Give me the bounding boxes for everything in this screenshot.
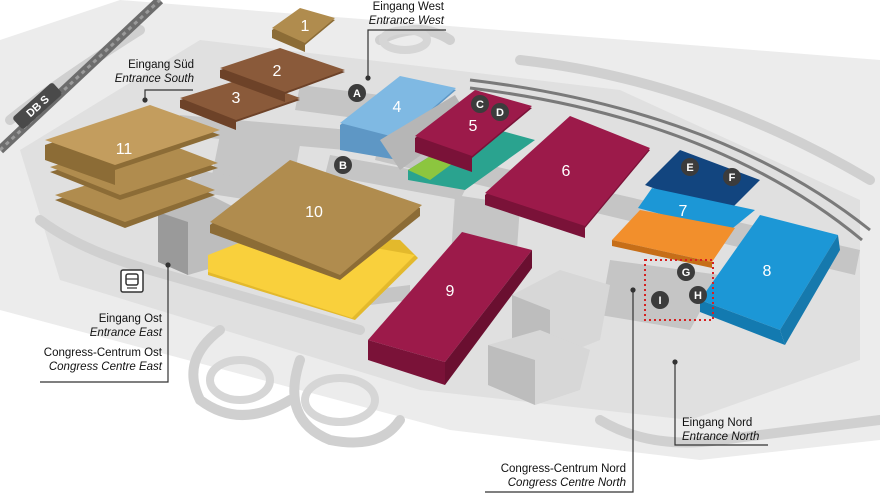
entrance-east-label: Eingang Ost Entrance East Congress-Centr… — [20, 312, 162, 374]
hall-4-label: 4 — [393, 99, 402, 116]
marker-G[interactable]: G — [677, 263, 695, 281]
congress-centre-north-de: Congress-Centrum Nord — [500, 463, 626, 475]
hall-7-label: 7 — [679, 203, 688, 220]
marker-C[interactable]: C — [471, 95, 489, 113]
hall-9-label: 9 — [446, 283, 455, 300]
hall-5-label: 5 — [469, 118, 478, 135]
entrance-west-de: Eingang West — [372, 1, 444, 13]
congress-centre-north-en: Congress Centre North — [507, 477, 626, 489]
entrance-west-label: Eingang West Entrance West — [340, 0, 444, 28]
marker-B[interactable]: B — [334, 156, 352, 174]
congress-centre-north-building — [488, 270, 610, 405]
entrance-east-en: Entrance East — [89, 327, 162, 339]
hall-1-label: 1 — [301, 18, 310, 35]
hall-11[interactable]: 11 — [45, 105, 220, 228]
marker-B-label: B — [339, 160, 347, 172]
marker-H-label: H — [694, 290, 702, 302]
hall-8-label: 8 — [763, 263, 772, 280]
congress-centre-east-en: Congress Centre East — [48, 361, 162, 373]
label-leader-lines — [40, 29, 768, 493]
tram-icon — [120, 269, 144, 293]
hall-1[interactable]: 1 — [272, 8, 335, 52]
hall-2-label: 2 — [273, 63, 282, 80]
hall-10[interactable]: 10 — [208, 160, 422, 320]
entrance-west-en: Entrance West — [368, 15, 444, 27]
hall-8[interactable]: 8 — [700, 215, 840, 345]
entrance-south-label: Eingang Süd Entrance South — [90, 58, 194, 86]
entrance-south-de: Eingang Süd — [128, 59, 194, 71]
hall-7[interactable]: 7 — [612, 150, 760, 268]
congress-centre-east-de: Congress-Centrum Ost — [43, 347, 162, 359]
entrance-east-de: Eingang Ost — [98, 313, 162, 325]
hall-3-label: 3 — [232, 90, 241, 107]
entrance-south-en: Entrance South — [114, 73, 194, 85]
marker-I-label: I — [658, 295, 661, 307]
marker-D-label: D — [496, 107, 504, 119]
dotted-highlight-box — [644, 259, 714, 321]
marker-A[interactable]: A — [348, 84, 366, 102]
hall-10-label: 10 — [305, 204, 323, 221]
hall-2[interactable]: 2 — [220, 48, 345, 102]
marker-I[interactable]: I — [651, 291, 669, 309]
marker-C-label: C — [476, 99, 484, 111]
marker-D[interactable]: D — [491, 103, 509, 121]
marker-F[interactable]: F — [723, 168, 741, 186]
entrance-north-en: Entrance North — [682, 431, 760, 443]
hall-9[interactable]: 9 — [368, 232, 532, 385]
walkways — [175, 85, 860, 330]
marker-E[interactable]: E — [681, 158, 699, 176]
entrance-north-de: Eingang Nord — [682, 417, 753, 429]
railway-curve — [469, 78, 871, 242]
marker-F-label: F — [729, 172, 736, 184]
marker-H[interactable]: H — [689, 286, 707, 304]
marker-G-label: G — [682, 267, 691, 279]
hall-6-label: 6 — [562, 163, 571, 180]
hall-11-label: 11 — [116, 141, 133, 158]
hall-6[interactable]: 6 — [485, 116, 650, 238]
congress-centre-north-label: Congress-Centrum Nord Congress Centre No… — [470, 462, 626, 490]
entrance-north-label: Eingang Nord Entrance North — [682, 416, 759, 444]
marker-E-label: E — [686, 162, 693, 174]
marker-A-label: A — [353, 88, 361, 100]
